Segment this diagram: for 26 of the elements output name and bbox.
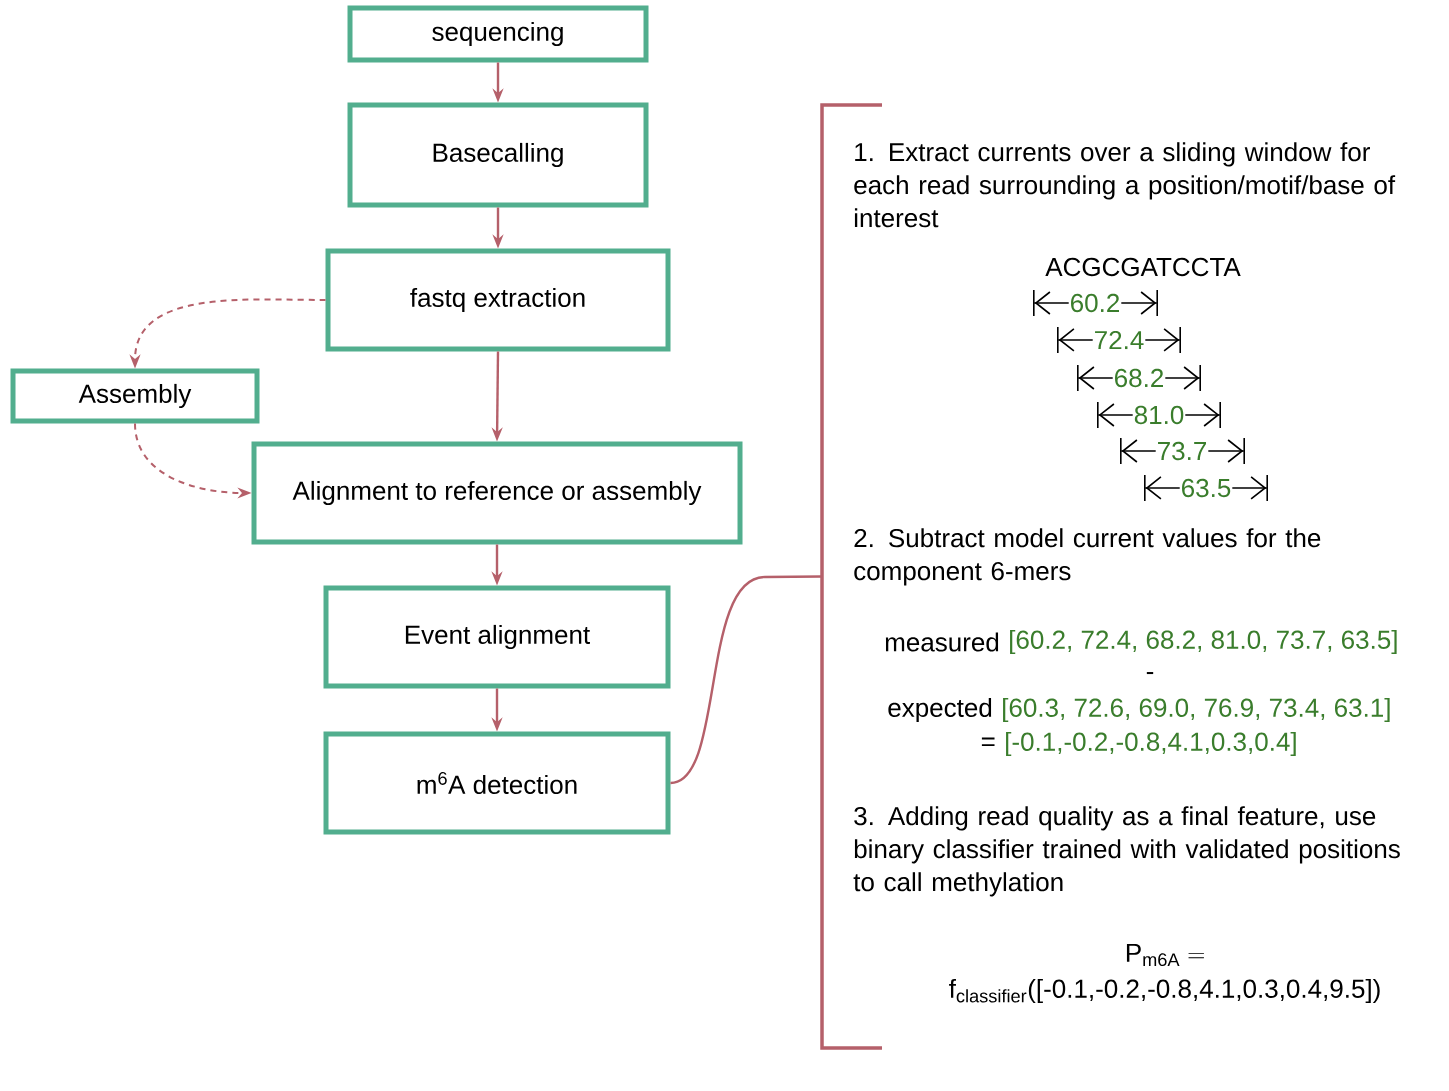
value-list: [60.2, 72.4, 68.2, 81.0, 73.7, 63.5] [1010, 629, 1397, 655]
formula-text: - [1146, 672, 1154, 675]
process-box: m$^{6}$A detection [323, 731, 671, 835]
formula: $\mathrm{f}_{\mathrm{classifier}}\mbox{([-0.1,-0.2,-0.8,4.1,0.3,0.4,9.5])}$ [949, 978, 1380, 1004]
process-box: Basecalling [347, 102, 649, 208]
formula: $\mathrm{P}_{\mathrm{m6A}}\ \mathrm{=}$ [1126, 943, 1205, 967]
step-text: 1. Extract currents over a sliding window for each read surrounding a position/motif/base of interest [854, 142, 1396, 228]
window-value: 81.0 [1132, 404, 1186, 426]
process-box: Assembly [10, 368, 260, 424]
process-box: Event alignment [323, 585, 671, 689]
value-list: [60.3, 72.6, 69.0, 76.9, 73.4, 63.1] [1003, 697, 1390, 723]
window-value: 72.4 [1092, 329, 1146, 351]
formula-text: expected [888, 697, 992, 723]
window-value: 63.5 [1179, 477, 1233, 499]
process-box: sequencing [347, 5, 649, 63]
window-value: 68.2 [1112, 367, 1166, 389]
formula-text: = [981, 737, 995, 746]
window-value: 73.7 [1155, 440, 1209, 462]
process-box: Alignment to reference or assembly [251, 441, 743, 545]
value-list: [-0.1,-0.2,-0.8,4.1,0.3,0.4] [1006, 731, 1296, 757]
sequence-text: ACGCGATCCTA [1045, 257, 1241, 277]
window-value: 60.2 [1068, 292, 1122, 314]
step-text: 2. Subtract model current values for the component 6-mers [854, 528, 1321, 586]
formula-text: measured [885, 632, 999, 652]
step-text: 3. Adding read quality as a final feature, use binary classifier trained with validated positions to call methylation [853, 806, 1400, 897]
process-box: fastq extraction [325, 248, 671, 352]
